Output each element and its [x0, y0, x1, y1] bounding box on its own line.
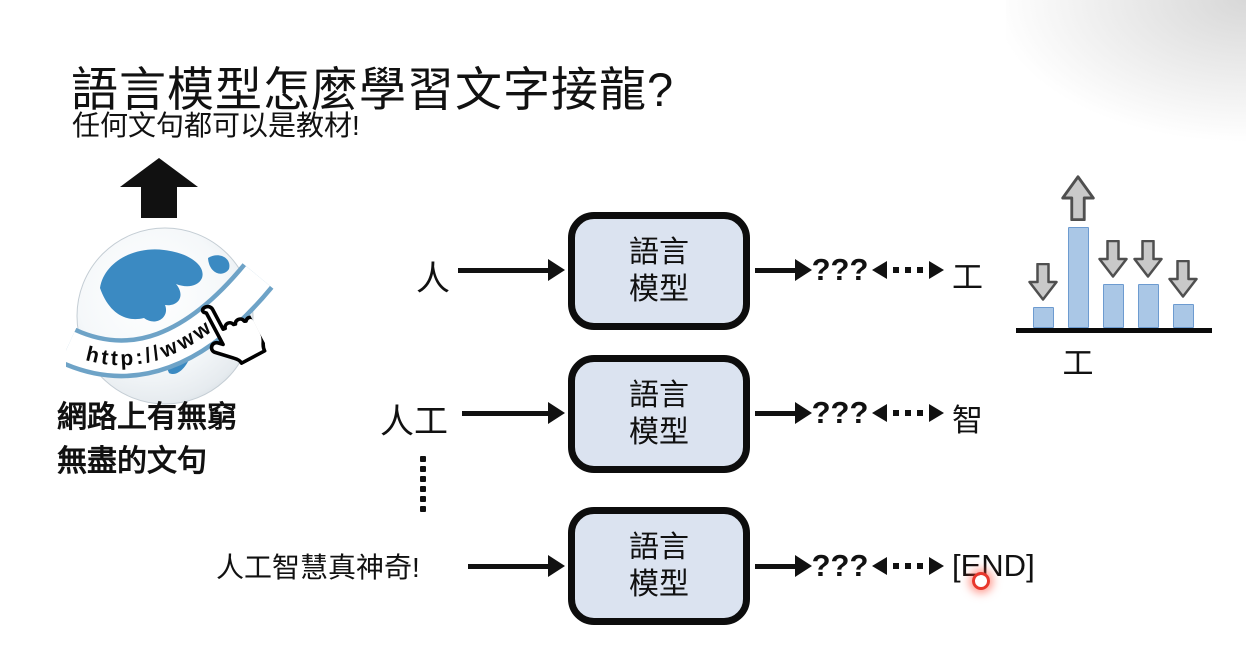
slide-title: 語言模型怎麼學習文字接龍?: [71, 63, 675, 117]
dotted-double-arrow-icon: [872, 556, 944, 576]
target-token-text: 智: [952, 403, 983, 438]
dotted-double-arrow-icon: [872, 260, 944, 280]
target-token-text: [END]: [952, 548, 1035, 583]
unknown-output-text: ???: [811, 548, 869, 583]
arrow-right-icon: [468, 554, 565, 578]
unknown-output-text: ???: [811, 252, 869, 287]
down-adjust-arrow-icon: [1028, 263, 1058, 301]
web-source-caption: 網路上有無窮 無盡的文句: [57, 396, 237, 484]
bar-slot: [1166, 260, 1200, 328]
caption-line-2: 無盡的文句: [57, 445, 207, 478]
row1-input-text: 人: [416, 260, 450, 298]
prob-bar: [1067, 227, 1089, 328]
land-north-america: [100, 249, 203, 322]
model-box-line-1: 語言: [629, 531, 689, 564]
laser-pointer-dot: [972, 572, 990, 590]
down-adjust-arrow-icon: [1168, 260, 1198, 298]
up-adjust-arrow-icon: [1061, 175, 1095, 221]
bar-slot: [1131, 240, 1165, 328]
slide-subtitle: 任何文句都可以是教材!: [72, 110, 360, 141]
prob-bar: [1172, 304, 1194, 328]
unknown-output-text: ???: [811, 395, 869, 430]
caption-line-1: 網路上有無窮: [57, 401, 237, 434]
down-adjust-arrow-icon: [1098, 240, 1128, 278]
row2-input-text: 人工: [380, 403, 448, 441]
target-token-text: 工: [952, 260, 983, 295]
model-box-line-2: 模型: [629, 416, 689, 449]
prob-bar: [1137, 284, 1159, 328]
prob-bar: [1032, 307, 1054, 328]
model-box-line-2: 模型: [629, 568, 689, 601]
model-box-line-1: 語言: [629, 236, 689, 269]
dotted-double-arrow-icon: [872, 403, 944, 423]
arrow-right-icon: [458, 258, 565, 282]
arrow-right-icon: [755, 554, 812, 578]
prob-bar: [1102, 284, 1124, 328]
vertical-ellipsis: [420, 456, 426, 512]
chart-baseline: [1016, 328, 1212, 333]
corner-shade: [1006, 0, 1246, 165]
up-arrow-icon: [120, 158, 198, 218]
language-model-box: 語言 模型: [568, 355, 750, 473]
model-box-line-2: 模型: [629, 273, 689, 306]
bar-slot: [1026, 263, 1060, 328]
language-model-box: 語言 模型: [568, 507, 750, 625]
arrow-right-icon: [462, 401, 565, 425]
chart-x-label: 工: [1062, 346, 1094, 381]
arrow-right-icon: [755, 258, 812, 282]
bar-slot: [1061, 175, 1095, 328]
prob-bars: [1016, 175, 1212, 328]
language-model-box: 語言 模型: [568, 212, 750, 330]
bar-slot: [1096, 240, 1130, 328]
row3-input-text: 人工智慧真神奇!: [216, 552, 420, 583]
probability-chart: 工: [1016, 175, 1212, 390]
land-greenland: [208, 255, 230, 274]
arrow-right-icon: [755, 401, 812, 425]
down-adjust-arrow-icon: [1133, 240, 1163, 278]
globe-icon: http://www.: [66, 226, 316, 431]
model-box-line-1: 語言: [629, 379, 689, 412]
